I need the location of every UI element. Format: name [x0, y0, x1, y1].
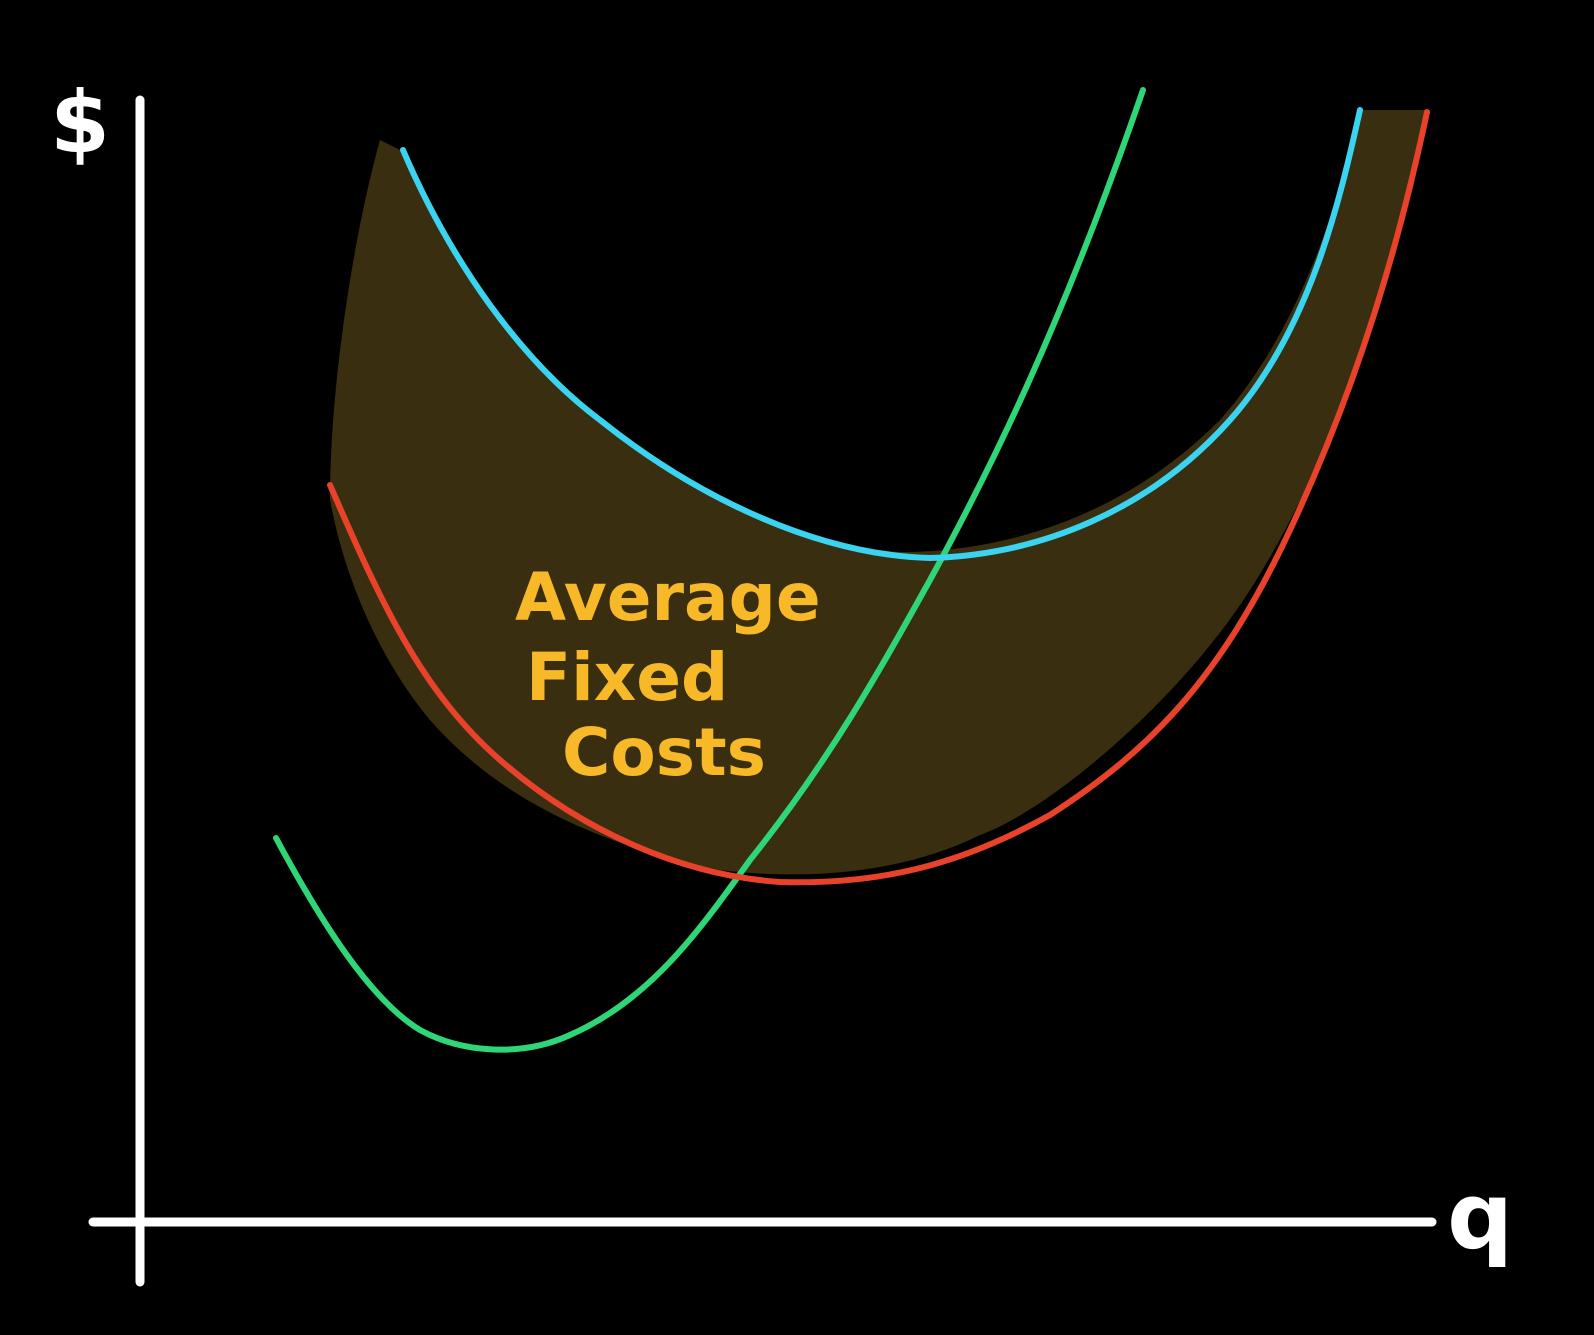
region-label-line-2: Fixed: [526, 639, 728, 716]
region-label-line-3: Costs: [562, 714, 766, 791]
average-total-cost-curve: [400, 107, 1363, 561]
average-fixed-cost-region: [330, 110, 1430, 875]
region-label-line-1: Average: [515, 559, 821, 636]
x-axis-label: q: [1447, 1163, 1513, 1270]
y-axis-label: $: [50, 73, 110, 173]
average-variable-cost-curve: [327, 109, 1430, 886]
